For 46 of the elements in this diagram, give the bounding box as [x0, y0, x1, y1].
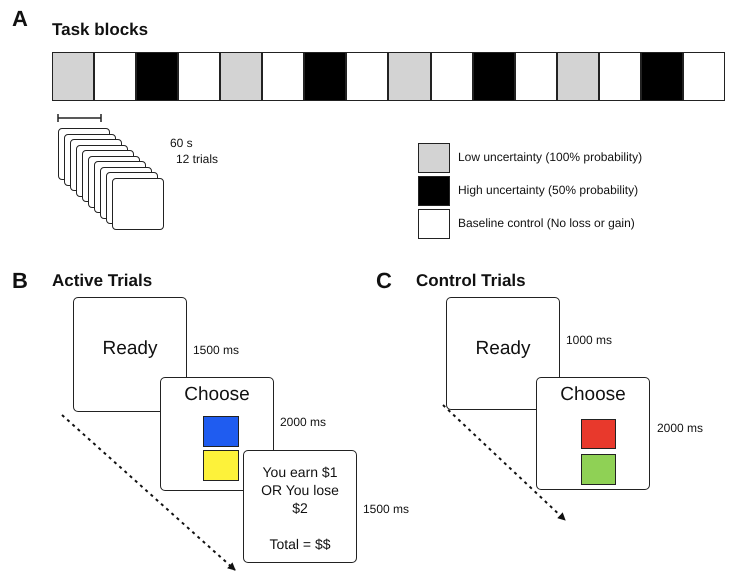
- screen-card: [446, 297, 560, 410]
- outcome-text: You earn $1 OR You lose $2: [260, 463, 340, 517]
- duration-label: 1500 ms: [193, 343, 240, 357]
- screen-text: Ready: [102, 338, 158, 360]
- task-block: [388, 52, 431, 101]
- panel-letter: A: [12, 6, 28, 32]
- task-block: [514, 52, 557, 101]
- panel-title: Task blocks: [52, 20, 148, 40]
- task-block: [430, 52, 473, 101]
- task-block: [598, 52, 641, 101]
- task-block: [682, 52, 725, 101]
- legend-label: Baseline control (No loss or gain): [458, 216, 635, 230]
- task-block: [304, 52, 346, 101]
- task-block: [640, 52, 683, 101]
- legend-label: High uncertainty (50% probability): [458, 183, 638, 197]
- panel-title: Control Trials: [416, 271, 526, 291]
- response-square: [203, 416, 239, 447]
- duration-label: 12 trials: [176, 152, 218, 166]
- task-block: [136, 52, 178, 101]
- task-block: [52, 52, 94, 101]
- task-block: [556, 52, 599, 101]
- task-block: [220, 52, 262, 101]
- response-square: [581, 454, 616, 485]
- task-block: [94, 52, 136, 101]
- outcome-total: Total = $$: [268, 535, 332, 553]
- screen-text: Choose: [559, 384, 627, 406]
- screen-card: [73, 297, 187, 412]
- duration-label: 1500 ms: [363, 502, 410, 516]
- task-block: [346, 52, 388, 101]
- task-block: [472, 52, 515, 101]
- response-square: [581, 419, 616, 449]
- screen-card: [243, 450, 357, 563]
- duration-label: 1000 ms: [566, 333, 612, 347]
- panel-letter: B: [12, 268, 28, 294]
- duration-label: 60 s: [170, 136, 193, 150]
- screen-text: Choose: [183, 384, 251, 406]
- task-block: [178, 52, 220, 101]
- response-square: [203, 450, 239, 481]
- panel-title: Active Trials: [52, 271, 152, 291]
- screen-text: Ready: [474, 338, 532, 360]
- duration-label: 2000 ms: [657, 421, 704, 435]
- legend-label: Low uncertainty (100% probability): [458, 150, 642, 164]
- screen-card: [536, 377, 650, 490]
- duration-label: 2000 ms: [280, 415, 326, 429]
- panel-letter: C: [376, 268, 392, 294]
- task-block: [262, 52, 304, 101]
